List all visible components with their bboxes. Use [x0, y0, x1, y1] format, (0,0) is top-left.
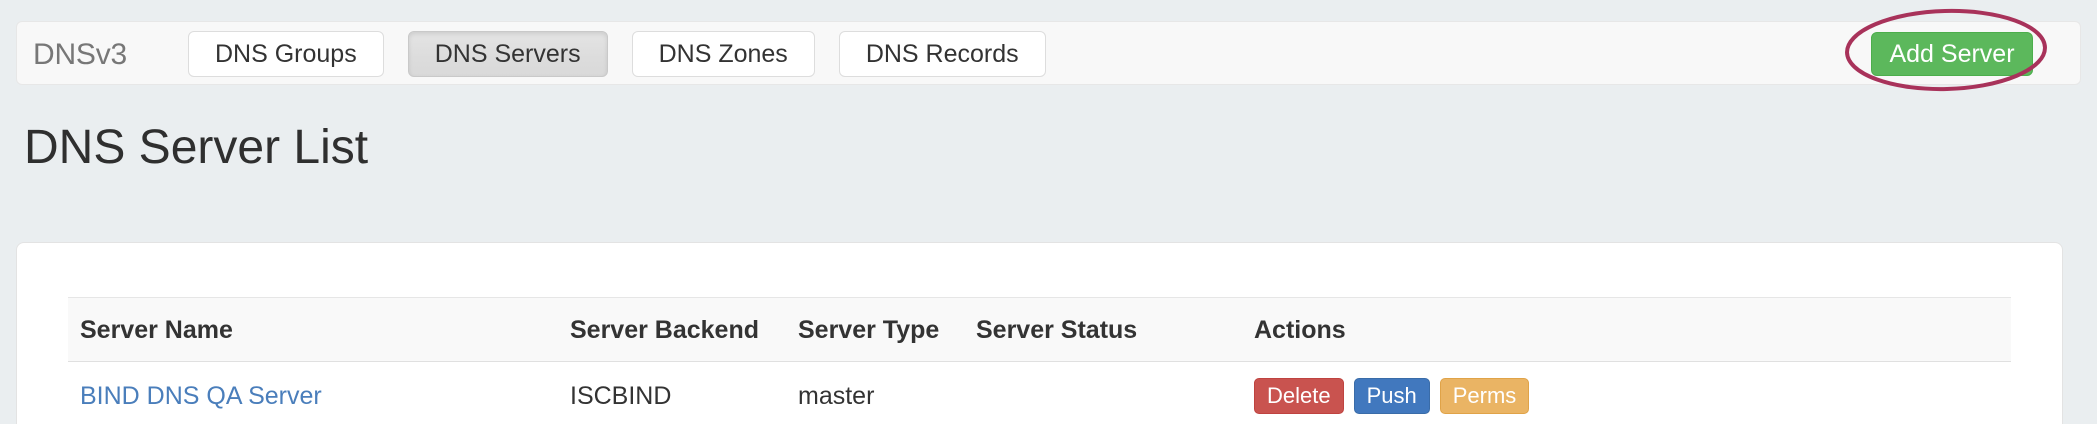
column-header-server-backend[interactable]: Server Backend — [558, 297, 786, 362]
cell-server-name: BIND DNS QA Server — [68, 362, 558, 424]
cell-actions: Delete Push Perms — [1242, 362, 2011, 424]
add-server-button[interactable]: Add Server — [1871, 32, 2033, 76]
navbar: DNSv3 DNS Groups DNS Servers DNS Zones D… — [16, 21, 2081, 85]
server-list-card: Server Name Server Backend Server Type S… — [16, 242, 2063, 424]
cell-server-backend: ISCBIND — [570, 381, 672, 410]
column-header-server-type[interactable]: Server Type — [786, 297, 964, 362]
tab-dns-records-label: DNS Records — [865, 39, 1019, 68]
column-header-actions[interactable]: Actions — [1242, 297, 2011, 362]
table-head: Server Name Server Backend Server Type S… — [68, 297, 2011, 362]
cell-server-type: master — [798, 381, 875, 410]
table-row: BIND DNS QA Server ISCBIND master Delete… — [68, 362, 2011, 424]
server-name-link[interactable]: BIND DNS QA Server — [80, 381, 322, 410]
column-header-server-status[interactable]: Server Status — [964, 297, 1242, 362]
tab-dns-records[interactable]: DNS Records — [838, 31, 1046, 77]
page-title: DNS Server List — [24, 121, 369, 174]
brand-logo[interactable]: DNSv3 — [33, 38, 128, 71]
delete-button[interactable]: Delete — [1254, 378, 1344, 414]
table-header-row: Server Name Server Backend Server Type S… — [68, 297, 2011, 362]
perms-button[interactable]: Perms — [1439, 378, 1530, 414]
cell-server-status — [964, 362, 1242, 424]
tab-dns-groups[interactable]: DNS Groups — [188, 31, 384, 77]
tab-dns-zones-label: DNS Zones — [658, 39, 788, 68]
tab-dns-servers[interactable]: DNS Servers — [407, 31, 608, 77]
tab-dns-servers-label: DNS Servers — [434, 39, 581, 68]
dns-server-table: Server Name Server Backend Server Type S… — [68, 297, 2011, 424]
push-button[interactable]: Push — [1353, 378, 1430, 414]
nav-tabs: DNS Groups DNS Servers DNS Zones DNS Rec… — [188, 31, 1046, 77]
table-body: BIND DNS QA Server ISCBIND master Delete… — [68, 362, 2011, 424]
tab-dns-zones[interactable]: DNS Zones — [631, 31, 815, 77]
action-button-group: Delete Push Perms — [1254, 378, 2011, 414]
column-header-server-name[interactable]: Server Name — [68, 297, 558, 362]
tab-dns-groups-label: DNS Groups — [215, 39, 357, 68]
add-server-button-label: Add Server — [1889, 39, 2015, 68]
